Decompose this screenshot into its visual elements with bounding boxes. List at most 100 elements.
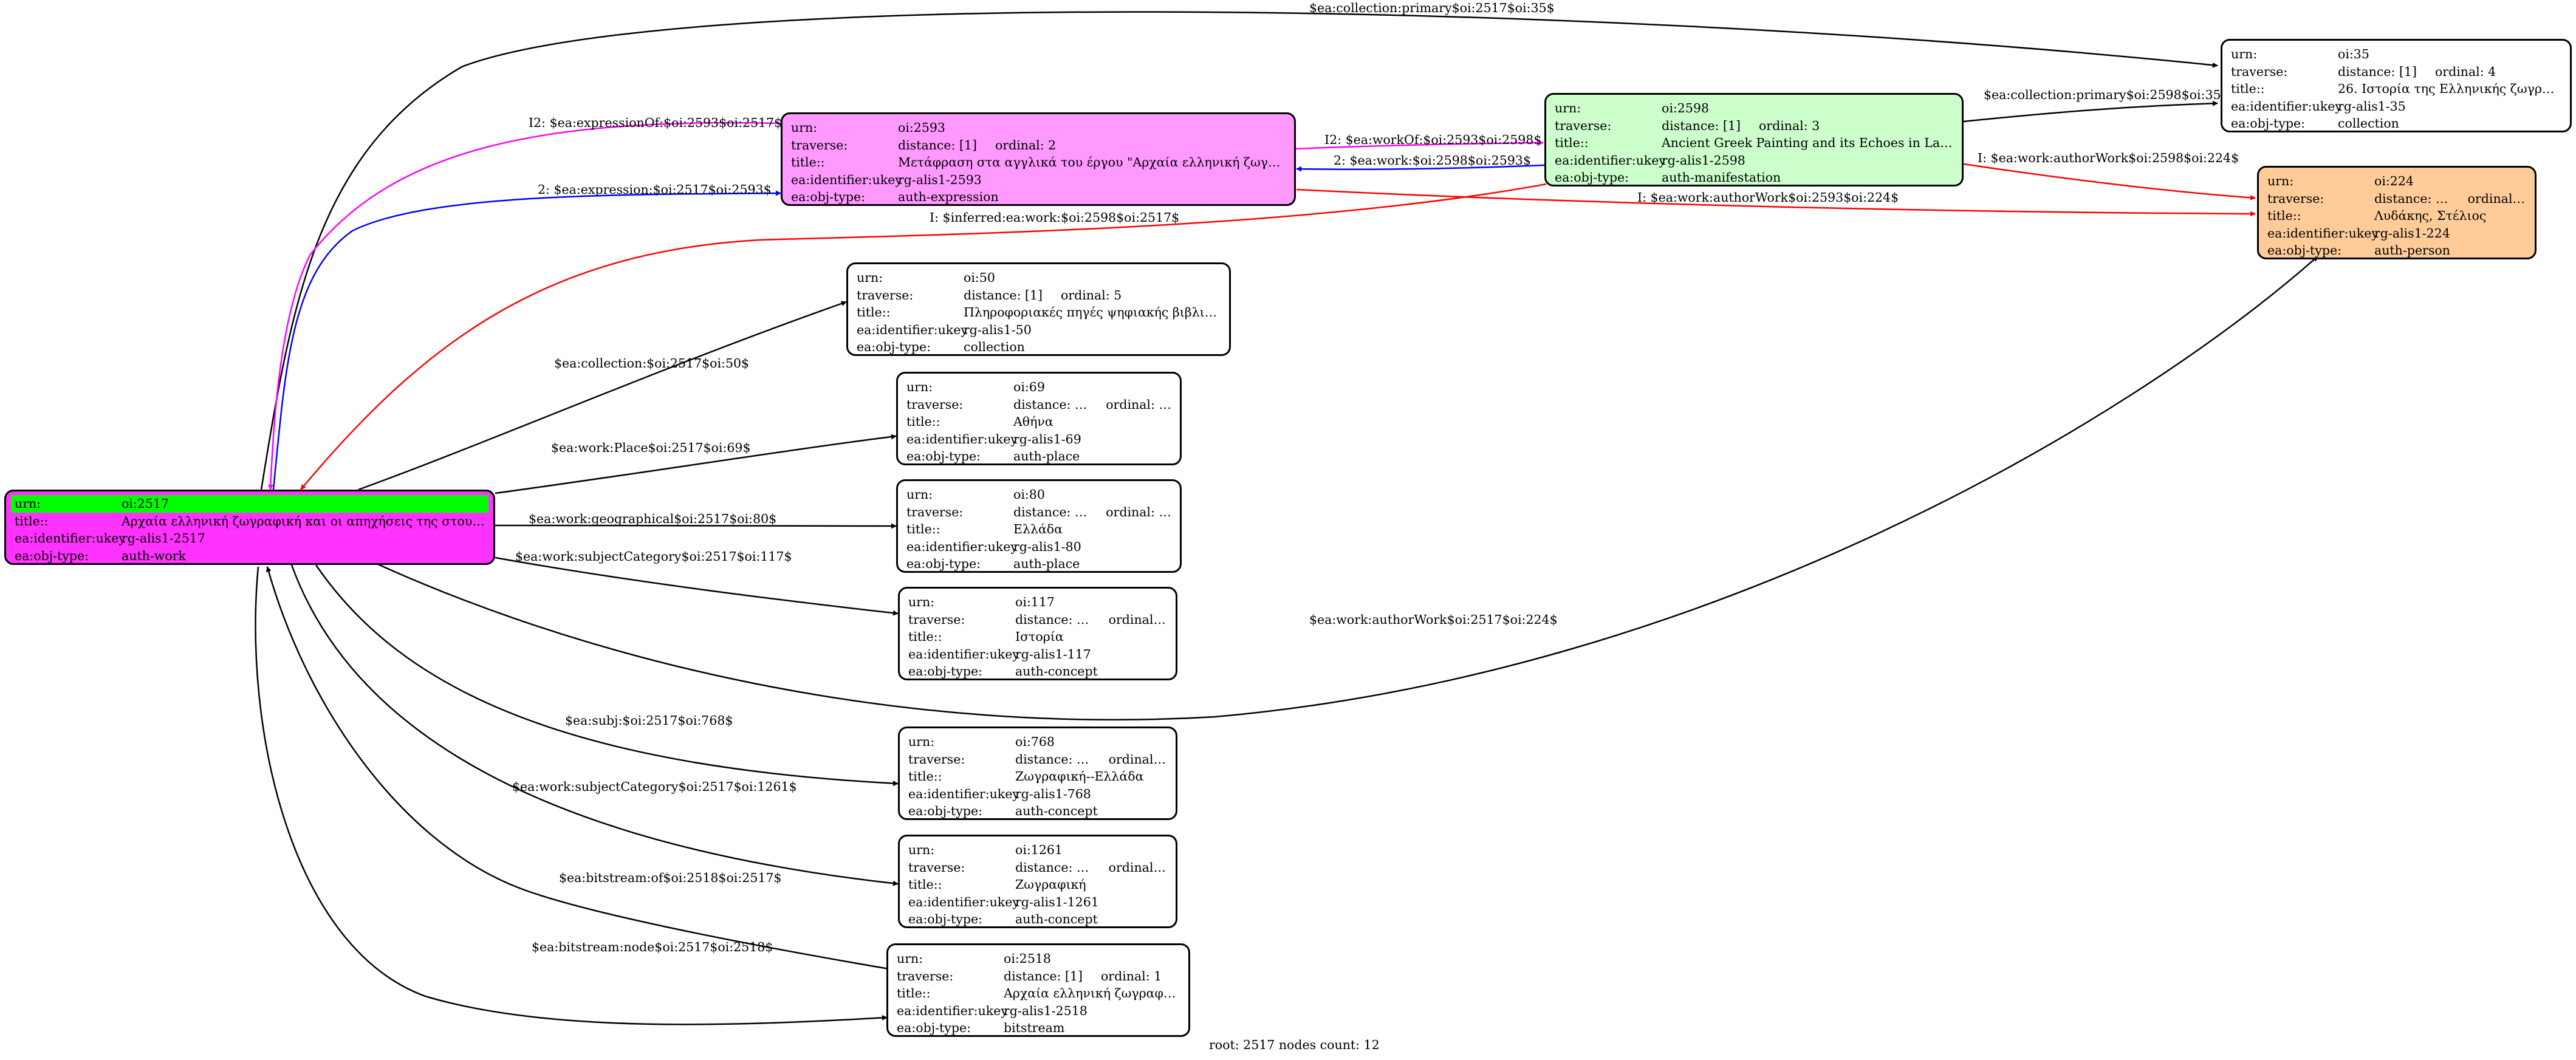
node-row-title: title::Ancient Greek Painting and its Ec… (1555, 135, 1953, 151)
node-row-type: ea:obj-type:auth-person (2267, 243, 2450, 258)
node-row-urn: urn:oi:2593 (791, 120, 945, 135)
node-row-urn: urn:oi:2518 (897, 951, 1051, 966)
edge-label: $ea:collection:primary$oi:2598$oi:35$ (1984, 87, 2229, 102)
node-row-traverse: traverse:distance: [1]ordinal: 3 (1555, 118, 1820, 133)
node-row-title: title::Ελλάδα (906, 522, 1063, 537)
node-row-title: title::Ζωγραφική (908, 877, 1086, 892)
node-row-title: title::Ιστορία (908, 629, 1064, 645)
node-row-type: ea:obj-type:auth-concept (908, 664, 1098, 679)
node-row-traverse: traverse:distance: [1]ordinal: 5 (857, 287, 1122, 303)
node-80[interactable]: urn:oi:80 traverse:distance: [1]ordinal:… (896, 479, 1182, 573)
node-row-type: ea:obj-type:auth-place (906, 449, 1080, 464)
node-row-traverse: traverse:distance: [1]ordinal: 10 (906, 397, 1171, 412)
edge-label: I: $ea:work:authorWork$oi:2598$oi:224$ (1978, 151, 2239, 165)
graph-caption: root: 2517 nodes count: 12 (1209, 1038, 1380, 1052)
node-row-urn: urn:oi:80 (906, 487, 1045, 502)
edge-collection-2517-35 (260, 11, 2218, 490)
node-row-type: ea:obj-type:collection (857, 340, 1025, 355)
edge-label: $ea:work:authorWork$oi:2517$oi:224$ (1309, 612, 1558, 627)
node-768[interactable]: urn:oi:768 traverse:distance: [1]ordinal… (898, 727, 1177, 820)
edge-bitstreamOf-2518-2517 (265, 566, 889, 970)
node-row-title: title::Ζωγραφική--Ελλάδα (908, 769, 1144, 784)
edge-label: I: $ea:work:authorWork$oi:2593$oi:224$ (1637, 190, 1899, 205)
node-row-traverse: traverse:distance: [1]ordinal: 4 (2231, 64, 2496, 79)
edge-label: $ea:collection:primary$oi:2517$oi:35$ (1309, 1, 1555, 15)
edge-expression-2517-2593 (272, 190, 781, 490)
node-35[interactable]: urn:oi:35 traverse:distance: [1]ordinal:… (2221, 39, 2572, 132)
edge-label: $ea:bitstream:of$oi:2518$oi:2517$ (559, 870, 782, 885)
edge-label: $ea:bitstream:node$oi:2517$oi:2518$ (532, 940, 773, 954)
edge-collection-2598-35 (1963, 100, 2218, 123)
edge-label: 2: $ea:expression:$oi:2517$oi:2593$ (538, 182, 772, 197)
edge-authorWork-2593-224 (1296, 188, 2256, 217)
edge-label: I2: $ea:workOf:$oi:2593$oi:2598$ (1324, 132, 1541, 147)
node-row-urn: urn:oi:2598 (1555, 101, 1709, 115)
edge-label: $ea:collection:$oi:2517$oi:50$ (554, 356, 749, 371)
node-row-urn: urn:oi:768 (908, 734, 1055, 749)
node-row-traverse: traverse:distance: [1]ordinal: 9 (908, 751, 1167, 767)
node-2598[interactable]: urn:oi:2598 traverse:distance: [1]ordina… (1544, 93, 1964, 186)
node-row-urn: urn:oi:50 (857, 270, 995, 285)
edge-inferred-2598-2517 (300, 183, 1547, 490)
edge-authorWork-2517-224 (376, 256, 2318, 721)
edge-label: I2: $ea:expressionOf:$oi:2593$oi:2517$ (529, 115, 782, 130)
edge-work-2598-2593 (1296, 164, 1545, 172)
node-row-type: ea:obj-type:bitstream (897, 1021, 1065, 1036)
edge-label: $ea:work:subjectCategory$oi:2517$oi:117$ (515, 549, 792, 564)
node-row-traverse: traverse:distance: [1]ordinal: 7 (908, 860, 1167, 875)
edge-subjectCategory-2517-117 (495, 556, 899, 616)
node-root-2517[interactable]: urn:oi:2517 title::Αρχαία ελληνική ζωγρα… (4, 490, 495, 565)
node-row-urn: urn:oi:1261 (908, 843, 1063, 857)
node-row-traverse: traverse:distance: [1]ordinal: 2 (791, 137, 1057, 152)
edge-label: I: $inferred:ea:work:$oi:2598$oi:2517$ (930, 210, 1179, 225)
node-2518[interactable]: urn:oi:2518 traverse:distance: [1]ordina… (886, 943, 1190, 1037)
edge-authorWork-2598-224 (1963, 163, 2256, 200)
node-row-title: title::Αρχαία ελληνική ζωγραφική και οι … (15, 513, 485, 528)
node-117[interactable]: urn:oi:117 traverse:distance: [1]ordinal… (898, 587, 1177, 680)
node-row-traverse: traverse:distance: [1]ordinal: 6 (2267, 191, 2526, 206)
edge-place-2517-69 (495, 434, 897, 494)
edge-label: $ea:work:geographical$oi:2517$oi:80$ (529, 511, 776, 526)
node-row-title: title::Αρχαία ελληνική ζωγραφική.jpg (897, 986, 1180, 1001)
node-2593[interactable]: urn:oi:2593 traverse:distance: [1]ordina… (781, 112, 1296, 206)
node-50[interactable]: urn:oi:50 traverse:distance: [1]ordinal:… (846, 262, 1231, 356)
node-224[interactable]: urn:oi:224 traverse:distance: [1]ordinal… (2257, 166, 2537, 259)
edge-subj-2517-768 (315, 564, 899, 787)
node-row-title: title::Πληροφοριακές πηγές ψηφιακής βιβλ… (857, 305, 1221, 320)
node-row-type: ea:obj-type:auth-expression (791, 190, 999, 205)
node-row-title: title::Αθήνα (906, 414, 1053, 429)
node-row-title: title::26. Ιστορία της Ελληνικής ζωγραφι… (2231, 81, 2561, 97)
node-row-traverse: traverse:distance: [1]ordinal: 1 (897, 968, 1162, 983)
node-69[interactable]: urn:oi:69 traverse:distance: [1]ordinal:… (896, 372, 1182, 465)
node-row-urn: urn:oi:35 (2231, 47, 2369, 61)
node-row-type: ea:obj-type:auth-manifestation (1555, 170, 1781, 185)
edge-label: $ea:work:Place$oi:2517$oi:69$ (551, 440, 751, 455)
node-row-traverse: traverse:distance: [1]ordinal: 8 (908, 612, 1167, 627)
node-row-urn: urn:oi:69 (906, 380, 1045, 394)
node-row-title: title::Λυδάκης, Στέλιος (2267, 208, 2487, 224)
node-row-type: ea:obj-type:auth-work (15, 548, 186, 563)
node-row-type: ea:obj-type:auth-concept (908, 912, 1098, 927)
edge-label: $ea:work:subjectCategory$oi:2517$oi:1261… (512, 779, 797, 794)
edge-label: 2: $ea:work:$oi:2598$oi:2593$ (1334, 153, 1531, 168)
edge-label: $ea:subj:$oi:2517$oi:768$ (565, 713, 733, 728)
node-1261[interactable]: urn:oi:1261 traverse:distance: [1]ordina… (898, 835, 1177, 928)
node-row-type: ea:obj-type:collection (2231, 116, 2399, 131)
node-row-traverse: traverse:distance: [1]ordinal: 11 (906, 504, 1171, 519)
node-row-type: ea:obj-type:auth-place (906, 556, 1080, 572)
node-row-urn: urn:oi:2517 (11, 495, 488, 513)
edge-workOf-2593-2598 (1295, 140, 1544, 150)
edge-expressionOf-2593-2517 (267, 121, 781, 490)
edge-bitstreamNode-2517-2518 (255, 566, 888, 1025)
